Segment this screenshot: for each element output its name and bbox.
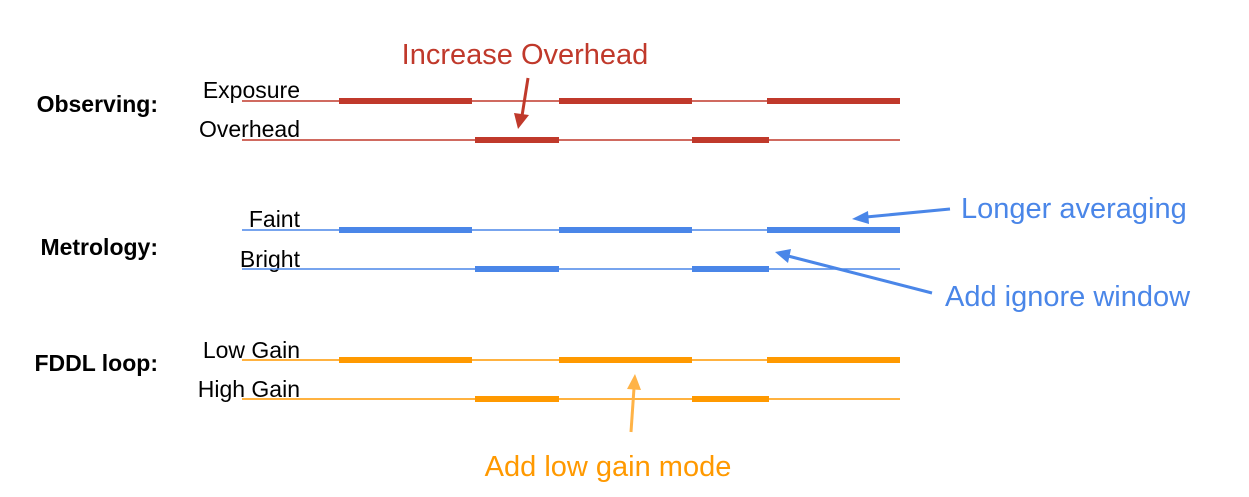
annotation-add-low-gain-mode: Add low gain mode [485,451,732,483]
arrow-add-low-gain-mode [627,374,641,433]
annotation-increase-overhead: Increase Overhead [402,39,649,71]
arrow-increase-overhead [514,77,530,129]
group-label-fddl: FDDL loop: [35,350,159,376]
annotation-longer-averaging: Longer averaging [961,193,1187,225]
arrow-longer-averaging [852,207,951,224]
track-label-exposure: Exposure [203,77,300,103]
track-label-overhead: Overhead [199,116,300,142]
track-label-high-gain: High Gain [198,376,300,402]
track-label-faint: Faint [249,206,301,232]
track-label-bright: Bright [240,246,301,272]
group-label-observing: Observing: [37,91,158,117]
track-label-low-gain: Low Gain [203,337,300,363]
group-label-metrology: Metrology: [40,234,158,260]
annotation-add-ignore-window: Add ignore window [945,281,1191,313]
arrow-add-ignore-window [775,249,933,295]
